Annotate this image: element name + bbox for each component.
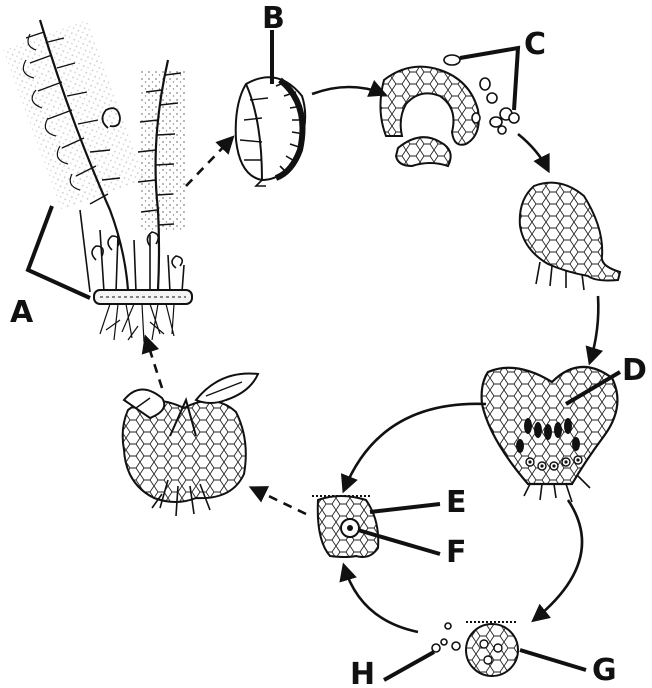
adult-fern-sporophyte [4, 20, 192, 342]
arrow-d-to-antheridium [534, 500, 582, 620]
label-b: B [262, 1, 285, 36]
label-g: G [592, 653, 617, 688]
young-prothallus [520, 183, 620, 290]
label-a: A [10, 295, 34, 330]
arrow-sperm-to-egg [344, 566, 418, 632]
arrow-c-to-young-prothallus [518, 134, 548, 170]
label-h: H [350, 657, 375, 688]
sperm-cells [432, 623, 460, 652]
arrow-a-to-b [186, 138, 232, 186]
label-e-pointer [370, 504, 440, 512]
arrow-b-to-c [312, 87, 384, 94]
antheridium [466, 622, 518, 676]
sporangium [236, 77, 305, 186]
label-h-pointer [384, 652, 434, 680]
arrow-archegonium-to-young-sporophyte [252, 488, 306, 514]
label-f: F [446, 535, 467, 570]
arrow-d-to-archegonium [344, 404, 486, 490]
arrow-young-sporophyte-to-adult [146, 338, 162, 388]
opened-sporangium-releasing-spores [380, 55, 519, 166]
label-c: C [524, 27, 546, 62]
label-e: E [446, 485, 467, 520]
young-sporophyte-on-prothallus [123, 374, 258, 516]
arrow-to-mature-prothallus [590, 296, 598, 362]
label-g-pointer [520, 650, 586, 670]
archegonium-with-egg [312, 496, 378, 557]
label-d: D [622, 353, 647, 388]
